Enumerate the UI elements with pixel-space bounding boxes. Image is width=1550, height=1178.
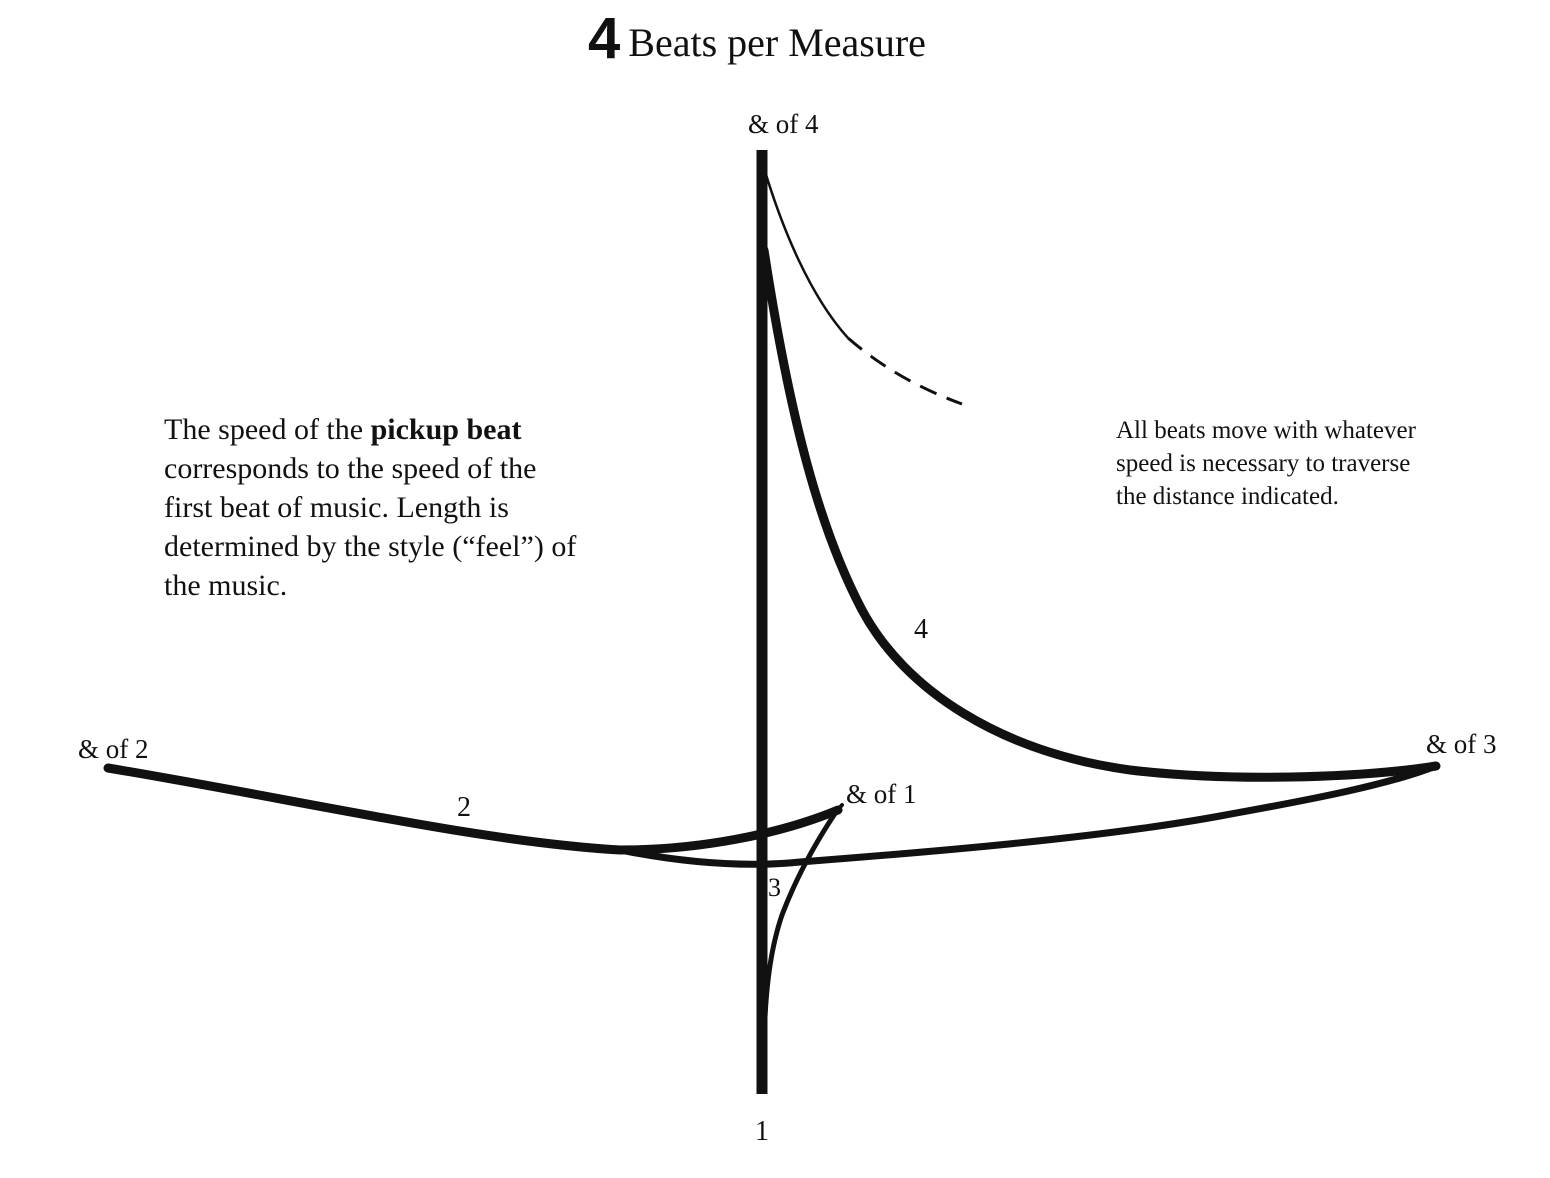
pickup-rebound-dashed-stroke	[847, 336, 963, 406]
label-beat-3: 3	[768, 873, 781, 902]
label-and-of-3: & of 3	[1426, 729, 1497, 759]
and-of-1-tip-mark	[834, 803, 844, 814]
label-beat-4: 4	[914, 614, 928, 645]
beat-4-stroke	[759, 245, 1441, 782]
title-text: Beats per Measure	[628, 20, 926, 65]
pickup-beat-term: pickup beat	[370, 413, 522, 446]
label-beat-1: 1	[755, 1116, 769, 1147]
beat-speed-note: All beats move with whatever speed is ne…	[1116, 417, 1416, 510]
pickup-note-intro: The speed of the	[164, 413, 371, 446]
pickup-rebound-thin-stroke	[762, 167, 849, 339]
title-beat-count: 4	[588, 6, 621, 71]
label-and-of-4: & of 4	[748, 109, 819, 139]
beat-2-stroke	[103, 763, 843, 855]
label-and-of-1: & of 1	[846, 779, 917, 809]
beat-1-rebound-stroke	[761, 809, 839, 1063]
label-and-of-2: & of 2	[78, 734, 149, 764]
beat-3-stroke	[616, 762, 1440, 868]
pickup-note-rest: corresponds to the speed of the first be…	[164, 452, 577, 602]
label-beat-2: 2	[457, 792, 471, 823]
pickup-beat-note: The speed of the pickup beat corresponds…	[164, 410, 584, 605]
